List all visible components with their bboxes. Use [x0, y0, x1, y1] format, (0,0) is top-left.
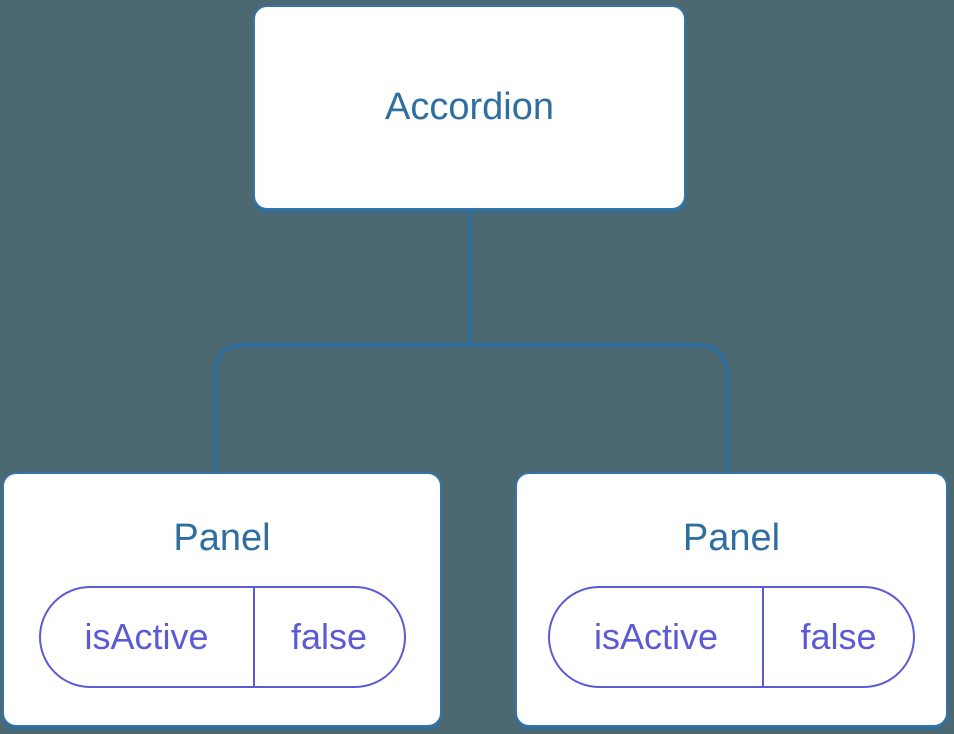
connector-branch-line	[213, 343, 729, 474]
state-pill: isActive false	[548, 585, 915, 688]
state-name: isActive	[84, 615, 209, 657]
state-pill: isActive false	[38, 585, 406, 688]
panel-node-box-right: Panel isActive false	[515, 472, 948, 727]
panel-node-label: Panel	[173, 517, 271, 559]
accordion-node-box: Accordion	[253, 5, 686, 210]
panel-node-label: Panel	[682, 517, 781, 559]
panel-node-box-left: Panel isActive false	[2, 472, 442, 727]
state-name: isActive	[593, 615, 719, 657]
state-value: false	[252, 587, 404, 686]
state-value: false	[762, 587, 913, 686]
accordion-node-label: Accordion	[385, 85, 554, 128]
